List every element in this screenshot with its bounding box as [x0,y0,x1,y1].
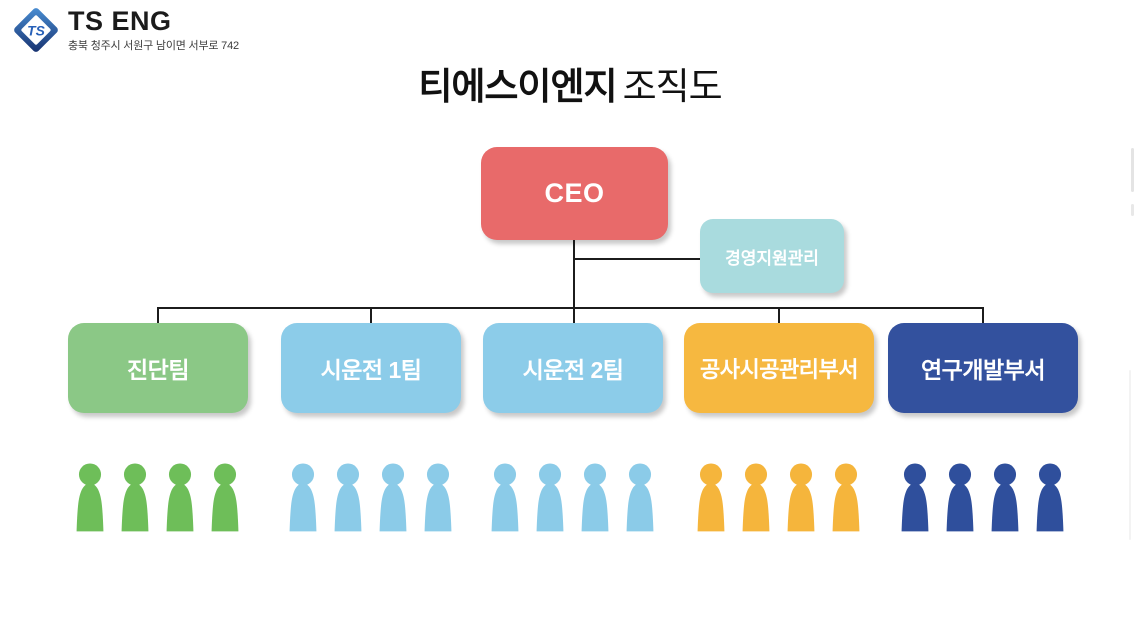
member-icons-group [72,457,243,537]
dept-box-commissioning-team-1: 시운전 1팀 [281,323,461,413]
person-icon [626,463,654,532]
title-company-name: 티에스이엔지 [418,66,617,107]
page-edge-artifact [1131,148,1134,192]
logo-address: 충북 청주시 서원구 남이면 서부로 742 [68,40,239,53]
member-icons-group [693,457,864,537]
dept-label: 공사시공관리부서 [700,357,858,382]
person-icon [1036,463,1064,532]
person-icon [289,463,317,532]
person-icon [166,463,194,532]
person-icon [946,463,974,532]
logo-diamond-icon: TS [14,8,58,52]
dept-label: 시운전 1팀 [320,357,422,383]
person-icon [787,463,815,532]
member-icons-group [285,457,456,537]
person-icon [581,463,609,532]
dept-box-research-development: 연구개발부서 [888,323,1078,413]
person-icon [491,463,519,532]
connector-ceo-vertical [573,240,575,325]
person-icon [742,463,770,532]
page-edge-artifact [1129,370,1131,540]
connector-main-horizontal [157,307,984,309]
connector-drop-line [778,307,780,325]
member-icons-group [897,457,1068,537]
person-icon [697,463,725,532]
connector-drop-line [157,307,159,325]
person-icon [536,463,564,532]
member-icons-group [487,457,658,537]
person-icon [211,463,239,532]
dept-box-diagnosis-team: 진단팀 [68,323,248,413]
logo-monogram: TS [27,23,45,39]
person-icon [901,463,929,532]
dept-label: 진단팀 [127,357,189,383]
staff-label: 경영지원관리 [725,248,819,268]
page-edge-artifact [1131,204,1134,216]
connector-drop-line [982,307,984,325]
ceo-box: CEO [481,147,668,240]
person-icon [76,463,104,532]
person-icon [121,463,149,532]
staff-box-management-support: 경영지원관리 [700,219,844,293]
connector-drop-line [370,307,372,325]
person-icon [379,463,407,532]
dept-label: 연구개발부서 [921,357,1045,383]
person-icon [334,463,362,532]
logo-text-block: TS ENG 충북 청주시 서원구 남이면 서부로 742 [68,5,239,53]
person-icon [424,463,452,532]
title-suffix: 조직도 [622,66,723,107]
dept-box-commissioning-team-2: 시운전 2팀 [483,323,663,413]
person-icon [832,463,860,532]
logo-brand: TS ENG [68,5,172,36]
ceo-label: CEO [544,178,605,208]
dept-label: 시운전 2팀 [522,357,624,383]
dept-box-construction-management: 공사시공관리부서 [684,323,874,413]
connector-staff-branch [574,258,700,260]
person-icon [991,463,1019,532]
company-logo: TS TS ENG 충북 청주시 서원구 남이면 서부로 742 [10,4,239,56]
